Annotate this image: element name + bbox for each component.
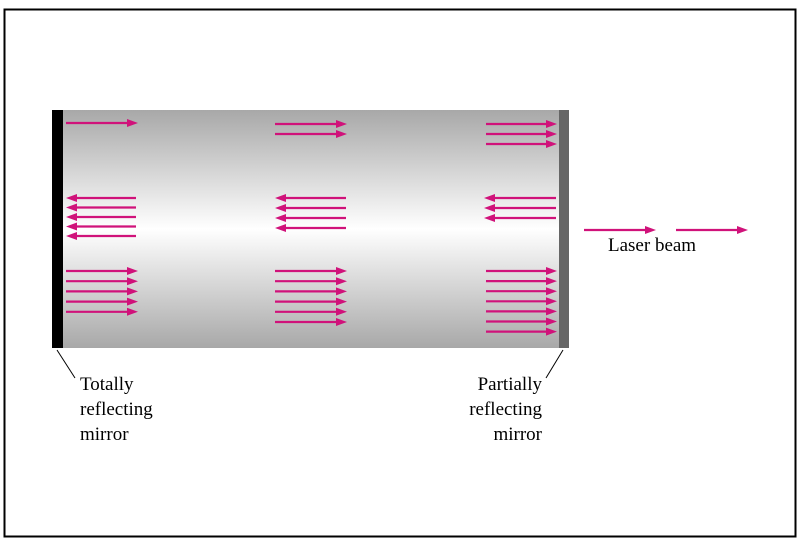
arrow-group-right-middle xyxy=(484,194,556,222)
right-arrow-icon xyxy=(486,277,557,286)
left-mirror-label-line-3: mirror xyxy=(80,424,129,445)
left-arrow-icon xyxy=(484,194,556,202)
arrow-group-center-top xyxy=(275,120,347,138)
right-arrow-icon xyxy=(275,318,347,326)
right-arrow-icon xyxy=(275,267,347,275)
left-arrow-icon xyxy=(66,232,136,240)
left-arrow-icon xyxy=(484,214,556,222)
right-arrow-icon xyxy=(486,317,557,326)
arrow-group-right-top xyxy=(486,120,557,148)
right-mirror-label-line-2: reflecting xyxy=(469,399,542,420)
right-arrow-icon xyxy=(275,287,347,296)
right-arrow-icon xyxy=(486,287,557,296)
right-arrow-icon xyxy=(275,307,347,316)
left-arrow-icon xyxy=(66,203,136,212)
left-mirror-label: Totally reflecting mirror xyxy=(80,374,153,445)
diagram-frame xyxy=(3,8,797,538)
right-arrow-icon xyxy=(66,119,138,127)
right-arrow-icon xyxy=(66,267,138,275)
left-arrow-icon xyxy=(484,204,556,212)
left-arrow-icon xyxy=(66,222,136,231)
right-mirror-label-line-1: Partially xyxy=(478,374,543,395)
partially-reflecting-mirror xyxy=(559,110,569,348)
right-arrow-icon xyxy=(486,267,557,275)
arrow-group-left-bottom xyxy=(66,267,138,316)
right-arrow-icon xyxy=(676,226,748,234)
left-mirror-label-line-2: reflecting xyxy=(80,399,153,420)
right-mirror-label: Partially reflecting mirror xyxy=(469,374,542,445)
laser-beam-label: Laser beam xyxy=(608,235,696,256)
arrow-group-right-bottom xyxy=(486,267,557,336)
right-arrow-icon xyxy=(66,287,138,296)
right-arrow-icon xyxy=(486,297,557,306)
left-mirror-label-line-1: Totally xyxy=(80,374,134,395)
arrow-group-output-beam xyxy=(584,226,748,234)
right-arrow-icon xyxy=(486,120,557,128)
right-arrow-icon xyxy=(66,307,138,316)
arrow-group-center-middle xyxy=(275,194,346,232)
right-arrow-icon xyxy=(275,130,347,138)
right-mirror-label-line-3: mirror xyxy=(493,424,542,445)
left-arrow-icon xyxy=(66,194,136,202)
right-arrow-icon xyxy=(275,277,347,286)
arrow-group-left-top xyxy=(66,119,138,127)
right-mirror-leader-line xyxy=(545,349,564,379)
left-mirror-leader-line xyxy=(56,349,76,379)
right-arrow-icon xyxy=(486,130,557,138)
left-arrow-icon xyxy=(275,224,346,232)
right-arrow-icon xyxy=(66,297,138,306)
right-arrow-icon xyxy=(486,140,557,148)
right-arrow-icon xyxy=(584,226,656,234)
totally-reflecting-mirror xyxy=(52,110,63,348)
left-arrow-icon xyxy=(275,194,346,202)
arrow-group-center-bottom xyxy=(275,267,347,326)
photon-arrows xyxy=(66,119,748,336)
arrow-group-left-middle xyxy=(66,194,136,240)
right-arrow-icon xyxy=(275,120,347,128)
right-arrow-icon xyxy=(275,297,347,306)
left-arrow-icon xyxy=(275,204,346,212)
left-arrow-icon xyxy=(275,214,346,222)
right-arrow-icon xyxy=(486,307,557,316)
left-arrow-icon xyxy=(66,213,136,221)
right-arrow-icon xyxy=(66,277,138,286)
right-arrow-icon xyxy=(486,327,557,336)
